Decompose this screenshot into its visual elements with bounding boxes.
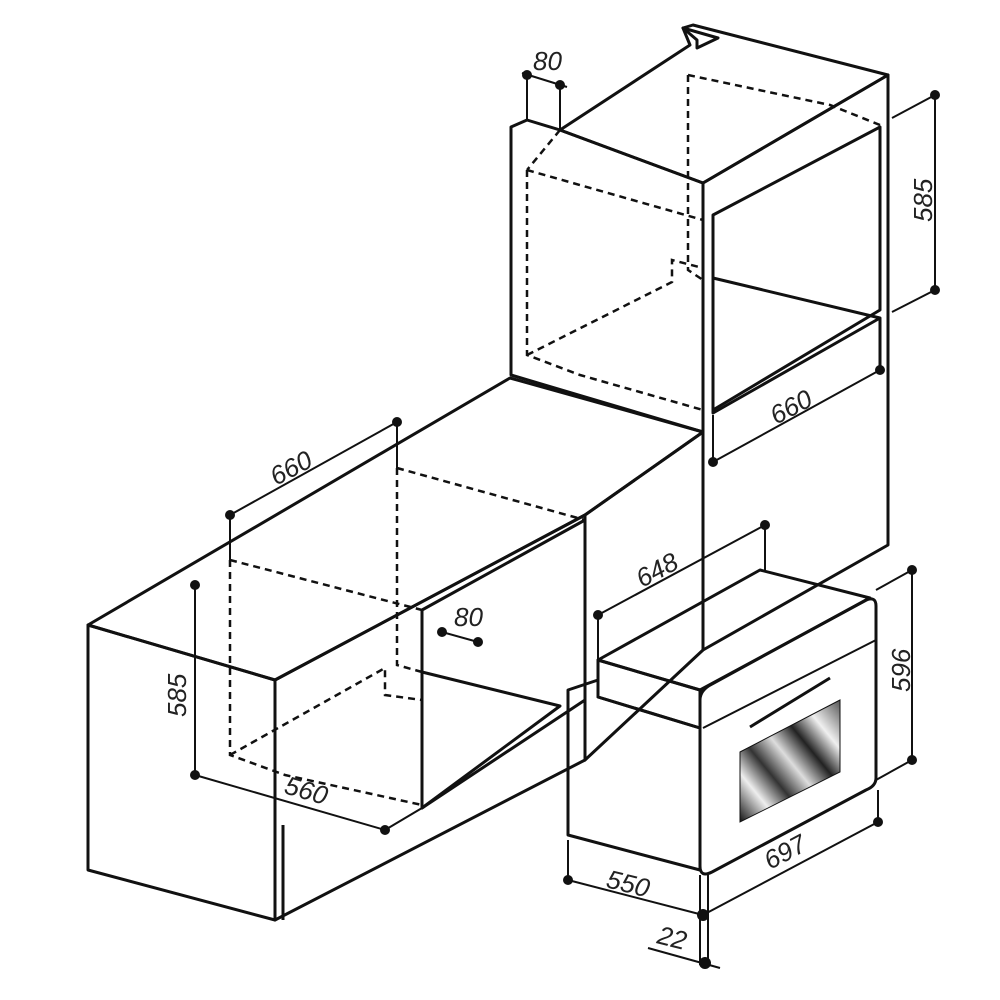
dim-label-lower-depth: 660 <box>265 444 318 491</box>
dim-label-oven-height: 596 <box>886 648 916 692</box>
upper-niche <box>711 125 882 412</box>
dim-label-lower-height: 585 <box>162 673 192 717</box>
dim-label-oven-body-depth: 550 <box>604 864 654 904</box>
lower-niche-floor <box>420 670 562 810</box>
dim-label-upper-height: 585 <box>908 178 938 222</box>
dim-label-oven-width: 697 <box>759 828 813 876</box>
dim-label-lower-width: 560 <box>281 770 331 811</box>
upper-niche-floor <box>711 276 882 415</box>
dim-label-oven-depth: 648 <box>631 546 684 593</box>
dim-label-upper-depth: 660 <box>765 383 818 430</box>
dimension-lines <box>190 70 940 969</box>
lower-niche <box>420 518 587 810</box>
oven-window <box>739 699 841 823</box>
dim-label-upper-gap: 80 <box>533 46 562 76</box>
oven <box>566 568 878 876</box>
dim-label-lower-gap: 80 <box>454 602 483 632</box>
tall-cabinet <box>509 23 890 652</box>
lower-cabinet <box>86 376 705 922</box>
